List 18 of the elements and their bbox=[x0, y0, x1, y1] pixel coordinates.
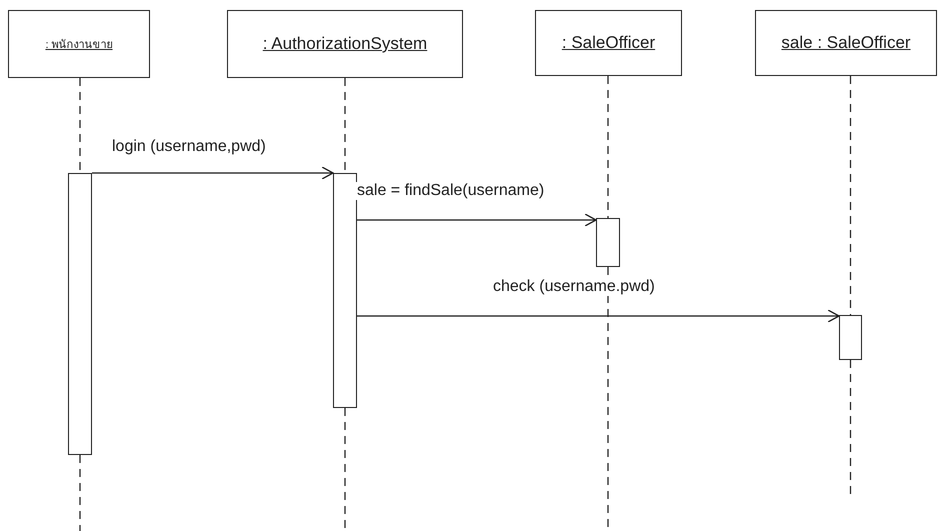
participant-box: sale : SaleOfficer bbox=[755, 10, 937, 76]
activation-bar bbox=[333, 173, 357, 408]
activation-bar bbox=[68, 173, 92, 455]
activation-bar bbox=[596, 218, 620, 267]
message-arrow bbox=[357, 309, 840, 323]
lifeline bbox=[344, 78, 346, 173]
lifeline bbox=[79, 78, 81, 173]
message-arrow bbox=[357, 213, 597, 227]
activation-bar bbox=[839, 315, 862, 360]
message-label: login (username,pwd) bbox=[110, 138, 268, 156]
message-label: sale = findSale(username) bbox=[355, 182, 546, 200]
message-label: check (username.pwd) bbox=[491, 278, 657, 296]
lifeline bbox=[850, 76, 852, 315]
participant-box: : SaleOfficer bbox=[535, 10, 682, 76]
participant-box: : พนักงานขาย bbox=[8, 10, 150, 78]
participant-box: : AuthorizationSystem bbox=[227, 10, 463, 78]
lifeline bbox=[607, 76, 609, 218]
message-arrow bbox=[92, 166, 334, 180]
